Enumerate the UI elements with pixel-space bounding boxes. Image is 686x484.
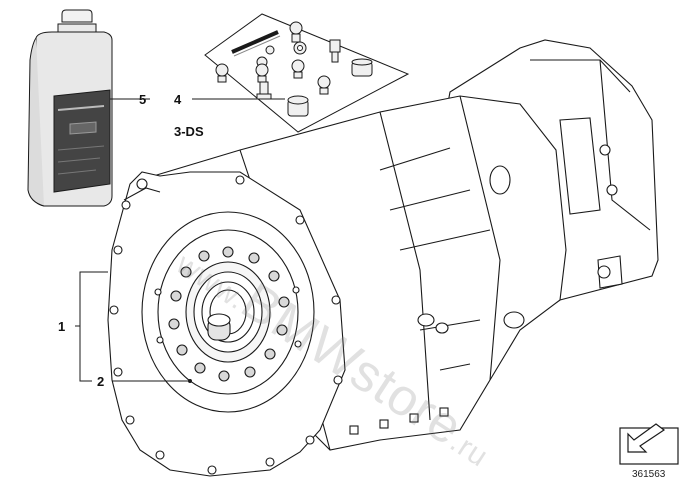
callout-oil-bottle[interactable]: 5 — [139, 92, 147, 107]
diagram-number: 361563 — [632, 469, 666, 480]
arrow-icon — [619, 423, 679, 465]
oil-bottle — [27, 9, 113, 207]
callout-seal-kit[interactable]: 4 — [174, 92, 182, 107]
torque-converter — [141, 211, 315, 413]
leader-lines — [75, 98, 285, 383]
callout-kit-variant[interactable]: 3-DS — [174, 124, 204, 139]
callout-assembly[interactable]: 1 — [58, 319, 66, 334]
seal-kit-sheet — [204, 13, 410, 133]
callout-torque-converter[interactable]: 2 — [97, 374, 105, 389]
